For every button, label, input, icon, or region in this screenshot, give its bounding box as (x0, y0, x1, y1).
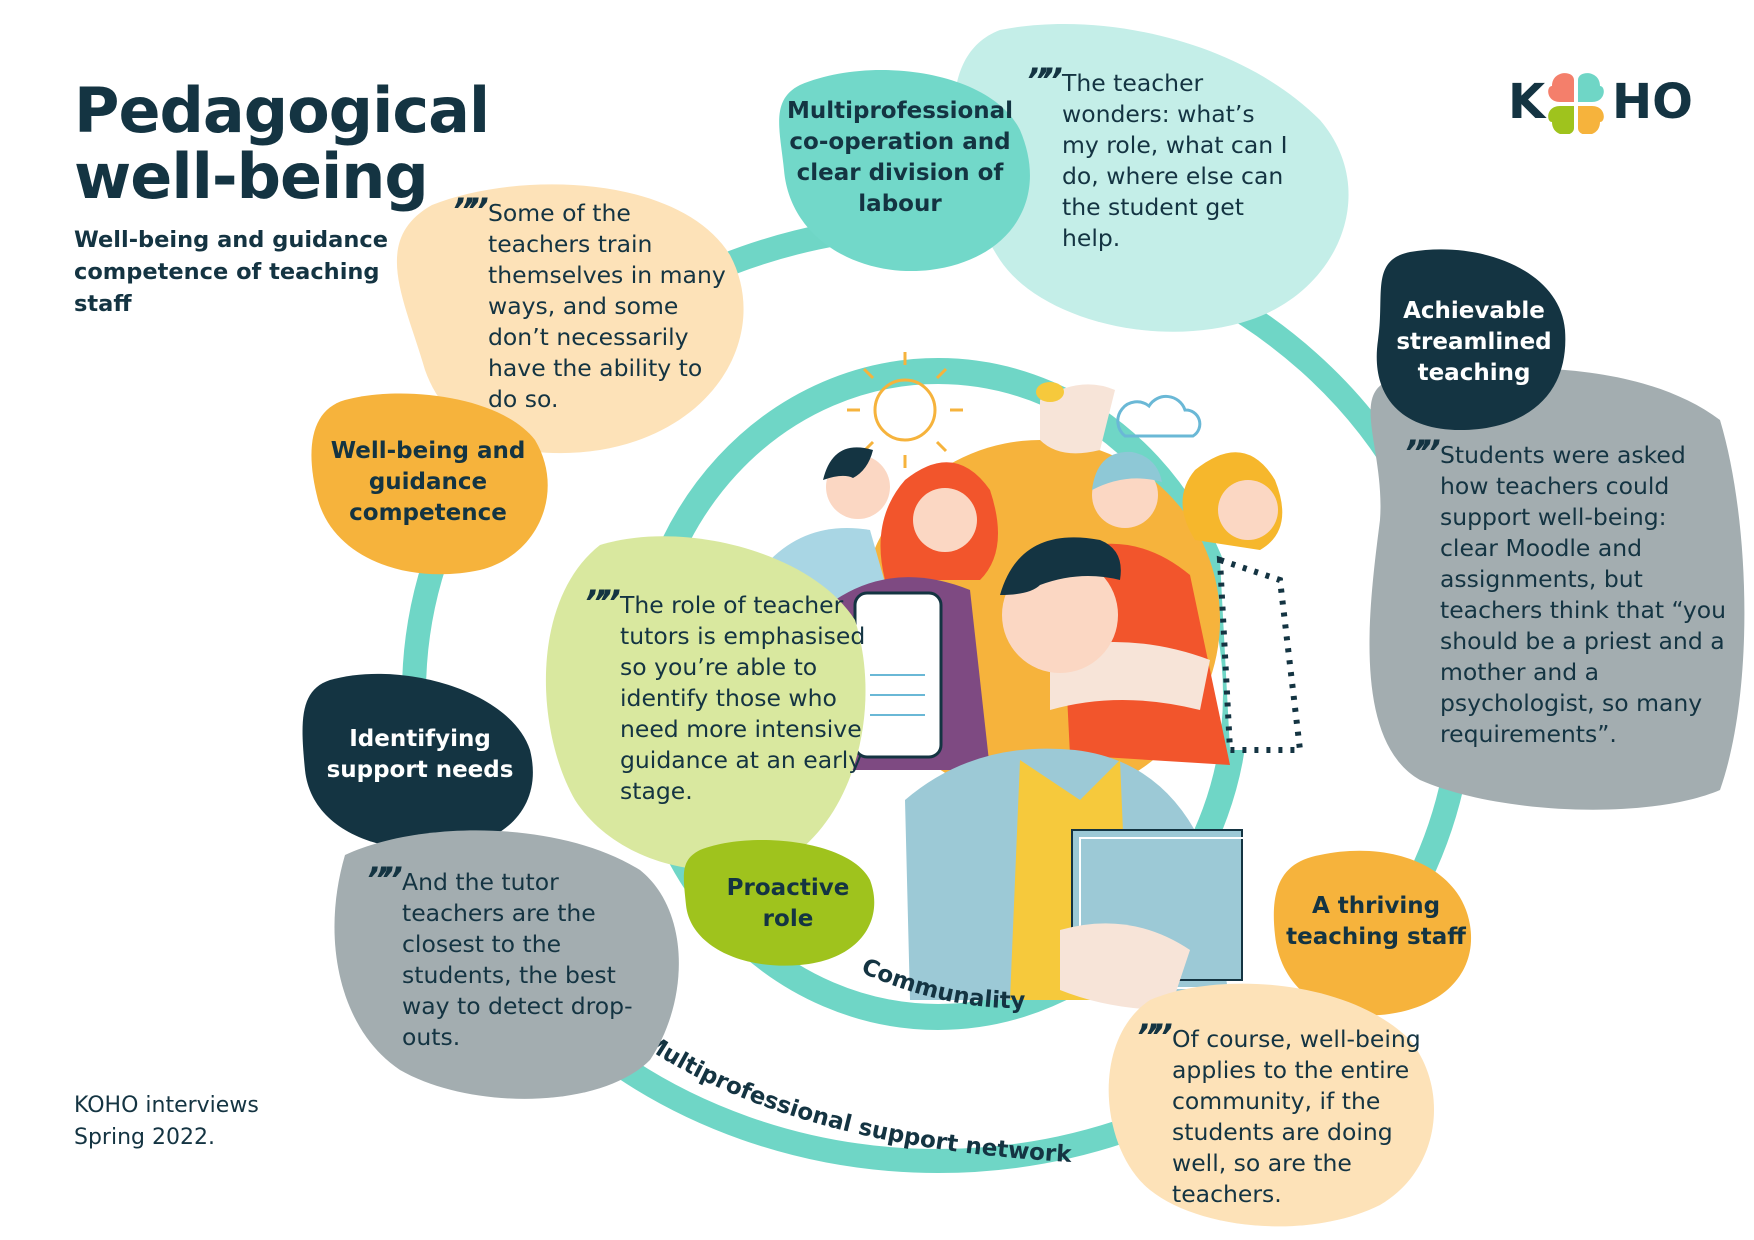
students-asked-quote-blob (1369, 368, 1745, 810)
multiprofessional-blob (779, 70, 1030, 272)
title-line-2: well-being (74, 140, 429, 213)
logo-mark-icon (1548, 73, 1604, 134)
achievable-label: Achievable streamlined teaching (1396, 298, 1552, 386)
page-title: Pedagogical well-being (74, 74, 490, 213)
training-quote-blob (396, 184, 744, 454)
logo-text-ho: HO (1612, 74, 1693, 130)
tutors-role-quote-text: The role of teacher tutors is emphasised… (620, 591, 866, 805)
tutors-role-quote: ”” The role of teacher tutors is emphasi… (584, 586, 866, 807)
tutors-closest-quote-text: And the tutor teachers are the closest t… (402, 868, 633, 1051)
identifying-label: Identifying support needs (326, 726, 514, 783)
quote-mark-icon: ”” (1404, 433, 1441, 473)
wellbeing-label: Well-being and guidance competence (330, 438, 526, 526)
tutors-closest-quote-blob (334, 830, 679, 1099)
thriving-label: A thriving teaching staff (1286, 893, 1466, 950)
community-quote-blob (1108, 983, 1434, 1227)
community-quote: ”” Of course, well-being applies to the … (1136, 1020, 1436, 1210)
quote-mark-icon: ”” (1136, 1017, 1173, 1057)
identifying-blob (302, 673, 533, 850)
proactive-blob (683, 840, 875, 966)
training-quote-text: Some of the teachers train themselves in… (488, 199, 726, 413)
wellbeing-blob (311, 393, 548, 575)
teacher-role-quote: ”” The teacher wonders: what’s my role, … (1026, 64, 1296, 254)
quote-mark-icon: ”” (452, 191, 489, 231)
thriving-blob (1273, 850, 1472, 1016)
logo-text-k: K (1508, 74, 1546, 130)
proactive-label: Proactive role (726, 875, 850, 932)
teacher-role-quote-blob (953, 24, 1349, 332)
teacher-role-quote-text: The teacher wonders: what’s my role, wha… (1062, 69, 1288, 252)
people-illustration (770, 382, 1304, 1010)
training-quote: ”” Some of the teachers train themselves… (452, 194, 742, 415)
source-note: KOHO interviews Spring 2022. (74, 1093, 259, 1150)
title-line-1: Pedagogical (74, 74, 490, 147)
community-quote-text: Of course, well-being applies to the ent… (1172, 1025, 1421, 1208)
tutors-closest-quote: ”” And the tutor teachers are the closes… (366, 863, 646, 1053)
page-subtitle: Well-being and guidance competence of te… (74, 227, 388, 317)
sun-icon (847, 352, 963, 468)
cloud-icon (1116, 394, 1202, 438)
tutors-role-quote-blob (545, 536, 866, 871)
quote-mark-icon: ”” (366, 860, 403, 900)
achievable-blob (1376, 249, 1566, 430)
students-asked-quote: ”” Students were asked how teachers coul… (1404, 436, 1744, 750)
students-asked-quote-text: Students were asked how teachers could s… (1440, 441, 1727, 748)
quote-mark-icon: ”” (584, 583, 621, 623)
quote-mark-icon: ”” (1026, 61, 1063, 101)
multiprofessional-label: Multiprofessional co-operation and clear… (786, 98, 1014, 217)
